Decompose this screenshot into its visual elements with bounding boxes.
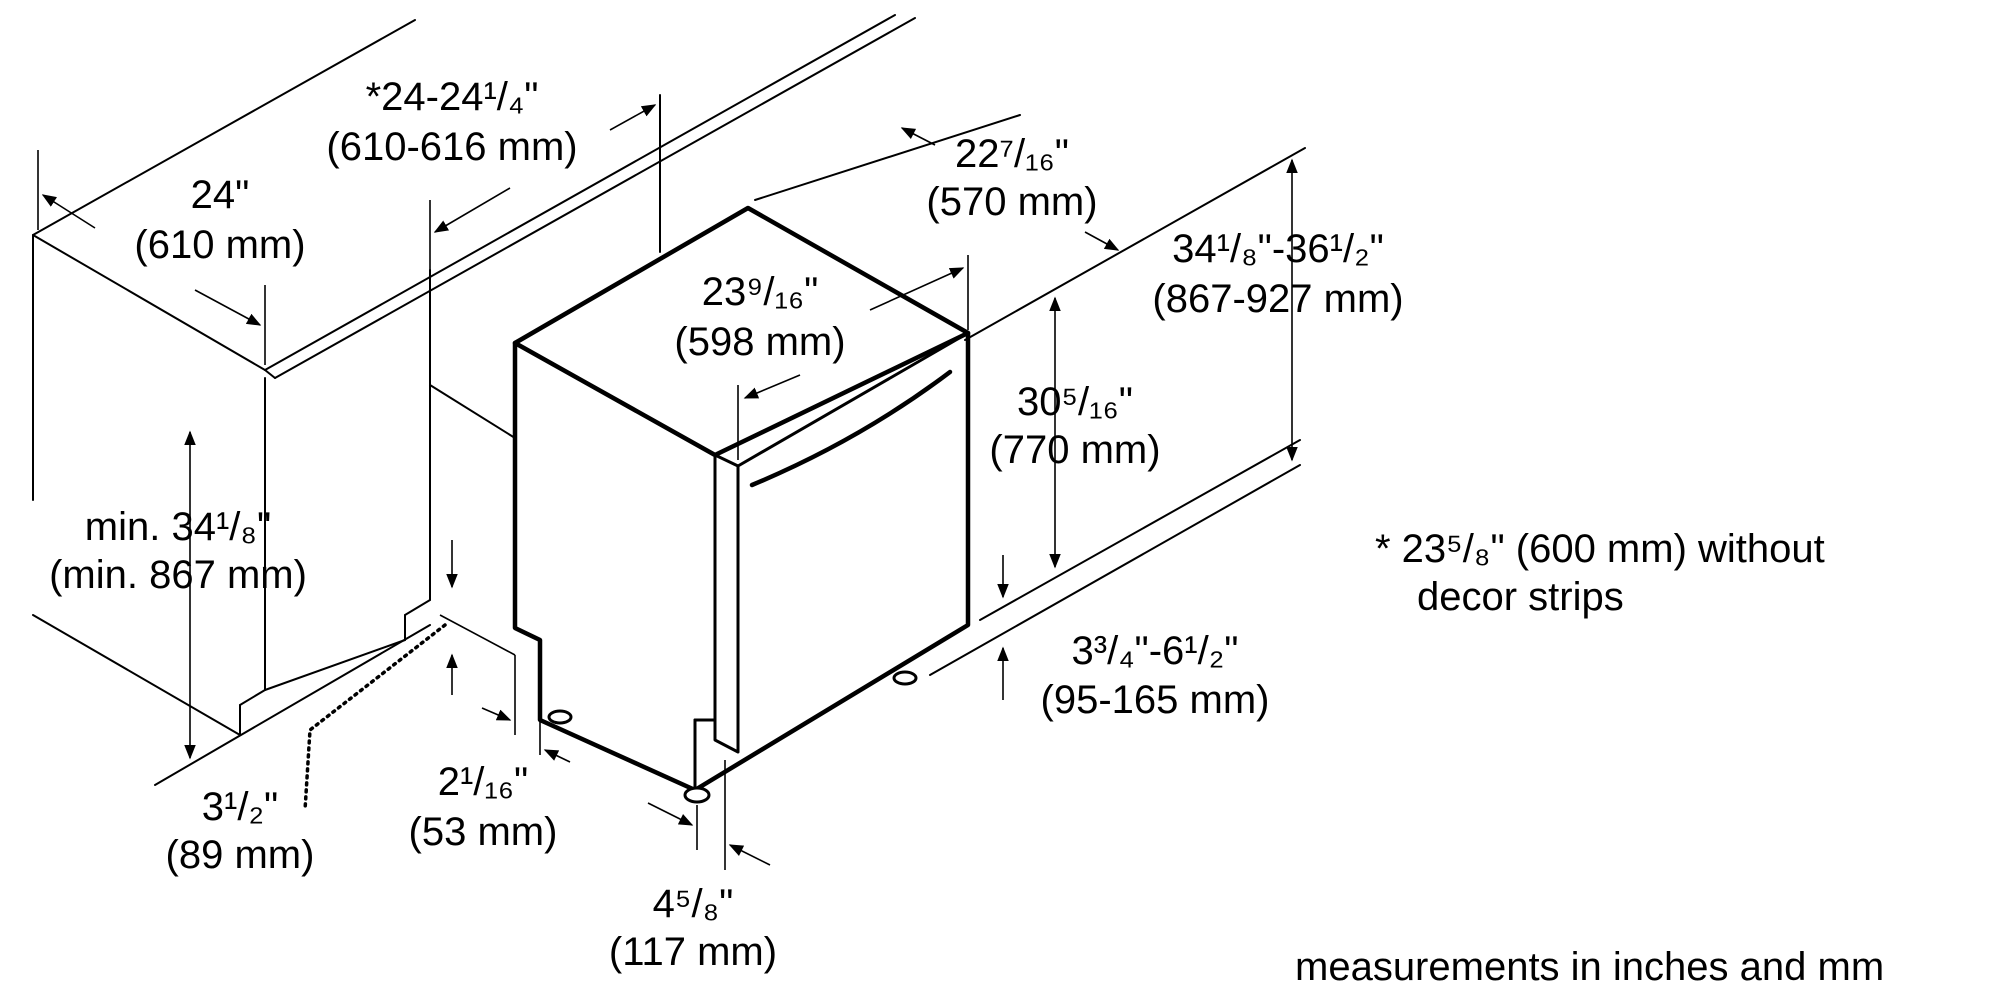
decor-strip-note: * 23⁵/₈" (600 mm) without decor strips — [1375, 527, 1825, 619]
svg-text:* 23⁵/₈" (600 mm) without: * 23⁵/₈" (600 mm) without — [1375, 527, 1825, 571]
svg-text:30⁵/₁₆": 30⁵/₁₆" — [1017, 380, 1133, 424]
label-toe-kick: 3¹/₂" (89 mm) — [166, 785, 315, 877]
svg-text:(610-616 mm): (610-616 mm) — [326, 125, 577, 169]
svg-text:3¹/₂": 3¹/₂" — [202, 785, 278, 829]
label-plinth-height: 3³/₄"-6¹/₂" (95-165 mm) — [1041, 629, 1270, 722]
svg-text:34¹/₈"-36¹/₂": 34¹/₈"-36¹/₂" — [1172, 227, 1384, 271]
svg-text:decor strips: decor strips — [1417, 575, 1624, 619]
dimension-lines — [37, 104, 1298, 870]
svg-text:*24-24¹/₄": *24-24¹/₄" — [366, 75, 539, 119]
svg-text:(770 mm): (770 mm) — [989, 428, 1160, 472]
foot-front-right — [683, 786, 711, 804]
svg-text:(610 mm): (610 mm) — [134, 223, 305, 267]
label-niche-width: *24-24¹/₄" (610-616 mm) — [326, 75, 577, 169]
foot-rear-right — [892, 670, 918, 686]
svg-text:(570 mm): (570 mm) — [926, 180, 1097, 224]
units-note: measurements in inches and mm — [1295, 945, 1884, 989]
svg-text:(min. 867 mm): (min. 867 mm) — [49, 553, 307, 597]
label-cabinet-depth: 24" (610 mm) — [134, 173, 305, 267]
svg-text:(867-927 mm): (867-927 mm) — [1152, 277, 1403, 321]
svg-text:(89 mm): (89 mm) — [166, 833, 315, 877]
dishwasher-appliance — [512, 205, 971, 804]
svg-text:(95-165 mm): (95-165 mm) — [1041, 678, 1270, 722]
label-niche-height: 34¹/₈"-36¹/₂" (867-927 mm) — [1152, 227, 1403, 321]
cabinet-structure — [32, 14, 1306, 786]
svg-text:3³/₄"-6¹/₂": 3³/₄"-6¹/₂" — [1072, 629, 1239, 673]
label-appliance-width: 23⁹/₁₆" (598 mm) — [674, 270, 845, 364]
svg-text:22⁷/₁₆": 22⁷/₁₆" — [955, 132, 1069, 176]
svg-text:(53 mm): (53 mm) — [409, 810, 558, 854]
label-foot-setback: 4⁵/₈" (117 mm) — [609, 882, 777, 974]
svg-text:(117 mm): (117 mm) — [609, 930, 777, 974]
svg-text:(598 mm): (598 mm) — [674, 320, 845, 364]
foot-front-left — [547, 709, 573, 725]
label-foot-offset: 2¹/₁₆" (53 mm) — [409, 760, 558, 854]
label-appliance-depth: 22⁷/₁₆" (570 mm) — [926, 132, 1097, 224]
label-min-height: min. 34¹/₈" (min. 867 mm) — [49, 505, 307, 597]
svg-text:4⁵/₈": 4⁵/₈" — [653, 882, 734, 926]
svg-text:min. 34¹/₈": min. 34¹/₈" — [85, 505, 271, 549]
svg-text:2¹/₁₆": 2¹/₁₆" — [438, 760, 529, 804]
svg-text:24": 24" — [191, 173, 250, 217]
svg-text:23⁹/₁₆": 23⁹/₁₆" — [702, 270, 819, 314]
label-door-height: 30⁵/₁₆" (770 mm) — [989, 380, 1160, 472]
